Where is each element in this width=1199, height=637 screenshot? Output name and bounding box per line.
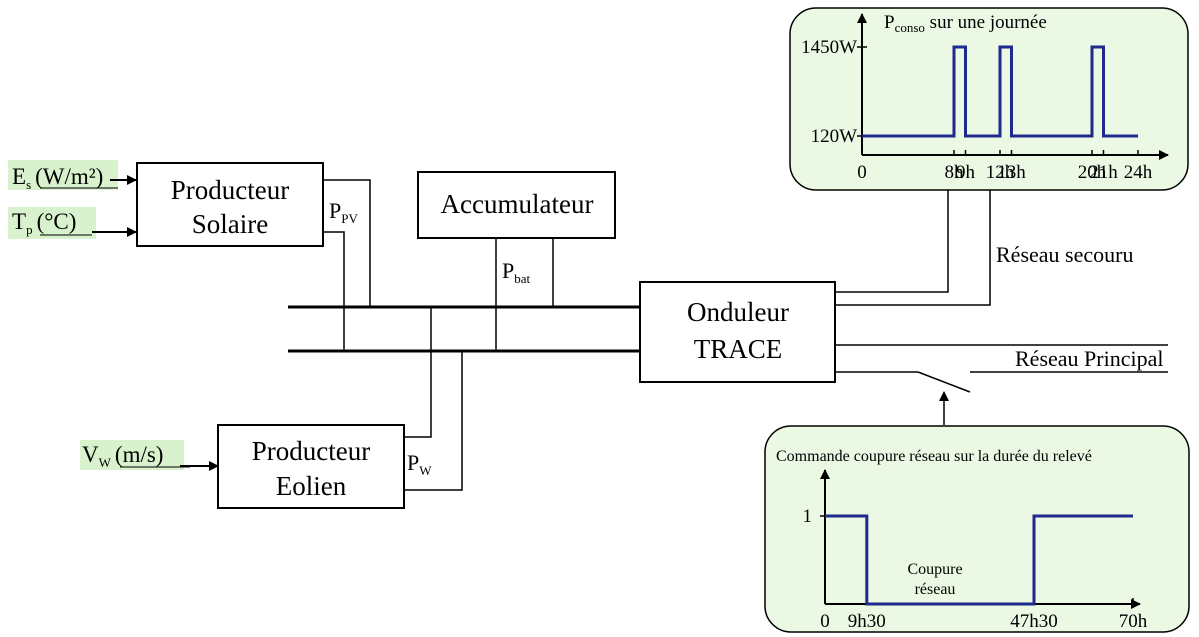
wind-producer-block: Producteur Eolien: [217, 424, 405, 509]
cut-y-tick-0: 1: [803, 506, 813, 527]
main-grid-label: Réseau Principal: [1015, 346, 1163, 371]
consumption-x-tick-0: 0: [857, 162, 867, 183]
grid-switch: [917, 371, 971, 393]
consumption-series-line: [862, 45, 1138, 138]
cut-annotation-line1: Coupure: [907, 561, 962, 578]
input-es-label: Es(W/m²): [12, 164, 103, 192]
backup-grid-label: Réseau secouru: [996, 242, 1133, 267]
battery-block: Accumulateur: [417, 171, 616, 239]
pbat-label: Pbat: [502, 258, 531, 286]
consumption-x-tick-4: 13h: [997, 162, 1026, 183]
cut-x-tick-1: 9h30: [848, 611, 886, 632]
consumption-x-tick-7: 24h: [1124, 162, 1153, 183]
wind-producer-line1: Producteur: [252, 436, 370, 466]
input-tp-bg: [8, 207, 96, 239]
consumption-x-tick-2: 9h: [956, 162, 976, 183]
solar-producer-line1: Producteur: [171, 175, 289, 205]
battery-label: Accumulateur: [441, 189, 594, 219]
consumption-y-tick-0: 120W: [811, 126, 858, 147]
consumption-x-tick-5: 20h: [1078, 162, 1107, 183]
solar-producer-box: [136, 162, 324, 247]
cut-command-series-line: [825, 514, 1133, 606]
consumption-y-tick-1: 1450W: [801, 37, 857, 58]
battery-box: [417, 171, 616, 239]
cut-command-chart-panel: [764, 425, 1190, 633]
cut-command-chart: Commande coupure réseau sur la durée du …: [764, 425, 1190, 633]
consumption-chart-title: Pconso sur une journée: [884, 12, 1047, 35]
wind-link-top: [404, 307, 432, 438]
solar-link-top: [323, 179, 371, 307]
wind-producer-box: [217, 424, 405, 509]
inverter-box: [639, 281, 836, 383]
pw-label: PW: [407, 450, 432, 478]
backup-grid-line-1: [835, 190, 949, 293]
input-vw-label: VW(m/s): [82, 442, 163, 470]
ppv-label: PPV: [329, 198, 358, 226]
consumption-x-tick-6: 21h: [1089, 162, 1118, 183]
inverter-block: Onduleur TRACE: [639, 281, 836, 383]
cut-x-tick-3: 70h: [1119, 611, 1148, 632]
wind-link-bottom: [404, 351, 463, 491]
input-vw-bg: [80, 440, 184, 470]
input-vw: VW(m/s): [80, 440, 219, 471]
cut-annotation-line2: réseau: [915, 581, 956, 598]
cut-x-tick-2: 47h30: [1010, 611, 1058, 632]
cut-command-chart-ticks: 0 9h30 47h30 70h 1: [803, 506, 1148, 632]
wind-producer-line2: Eolien: [276, 471, 347, 501]
input-es-bg: [8, 160, 118, 190]
input-tp: Tp(°C): [8, 207, 137, 239]
consumption-x-tick-3: 12h: [986, 162, 1015, 183]
input-es: Es(W/m²): [8, 160, 137, 192]
backup-grid-line-2: [835, 190, 991, 306]
solar-producer-block: Producteur Solaire: [136, 162, 324, 247]
solar-producer-line2: Solaire: [192, 209, 268, 239]
cut-command-chart-title: Commande coupure réseau sur la durée du …: [776, 448, 1092, 465]
consumption-chart-panel: [789, 7, 1189, 191]
input-tp-label: Tp(°C): [12, 209, 76, 237]
inverter-line2: TRACE: [694, 334, 783, 364]
consumption-x-tick-1: 8h: [945, 162, 965, 183]
inverter-line1: Onduleur: [687, 297, 789, 327]
solar-link-bottom: [323, 231, 345, 351]
cut-x-tick-0: 0: [820, 611, 830, 632]
